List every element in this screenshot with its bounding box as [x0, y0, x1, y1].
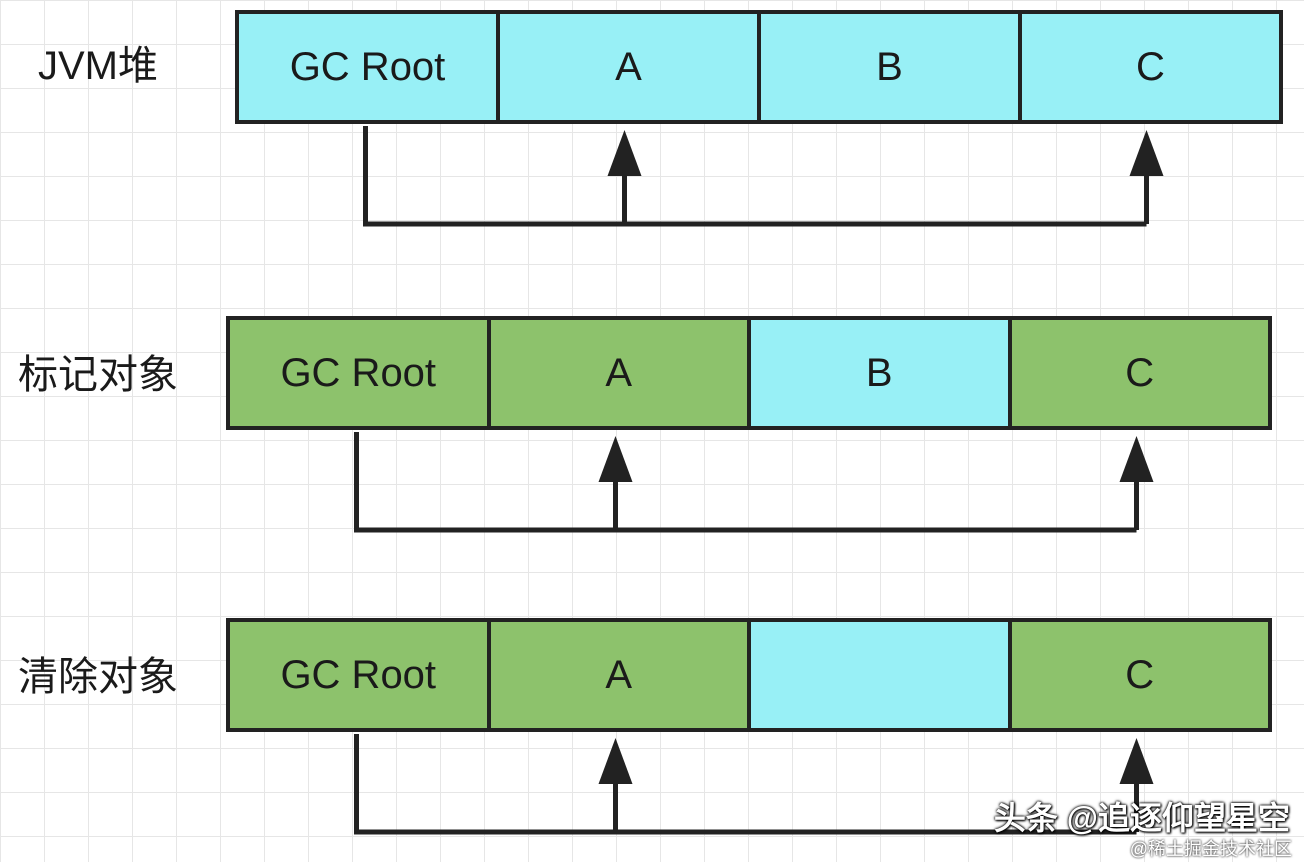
arrowhead-to-a	[598, 436, 633, 482]
watermark-author: 头条 @追逐仰望星空	[993, 800, 1290, 836]
reference-line-row-2	[354, 432, 1137, 533]
cell-object-c: C	[1018, 14, 1279, 120]
cell-object-c: C	[1007, 320, 1268, 426]
cell-gc-root: GC Root	[230, 622, 487, 728]
cell-object-c: C	[1007, 622, 1268, 728]
cell-object-b: B	[757, 14, 1018, 120]
cell-object-a: A	[486, 622, 747, 728]
row-label-mark: 标记对象	[18, 353, 178, 397]
cell-object-a: A	[496, 14, 757, 120]
arrowhead-to-a	[607, 130, 642, 176]
cell-gc-root: GC Root	[230, 320, 487, 426]
arrowhead-to-c	[1119, 738, 1154, 784]
heap-row-jvm: GC Root A B C	[235, 10, 1283, 124]
arrowhead-to-c	[1119, 436, 1154, 482]
cell-object-b: B	[747, 320, 1008, 426]
cell-freed-slot	[747, 622, 1008, 728]
reference-line-row-3	[354, 734, 1137, 835]
cell-object-a: A	[486, 320, 747, 426]
arrowhead-to-c	[1129, 130, 1164, 176]
heap-row-mark: GC Root A B C	[226, 316, 1272, 430]
row-label-jvm-heap: JVM堆	[38, 44, 158, 88]
arrowhead-to-a	[598, 738, 633, 784]
reference-line-row-1	[363, 126, 1147, 227]
cell-gc-root: GC Root	[239, 14, 496, 120]
heap-row-sweep: GC Root A C	[226, 618, 1272, 732]
watermark-site: @稀土掘金技术社区	[1129, 839, 1292, 859]
row-label-sweep: 清除对象	[18, 655, 178, 699]
